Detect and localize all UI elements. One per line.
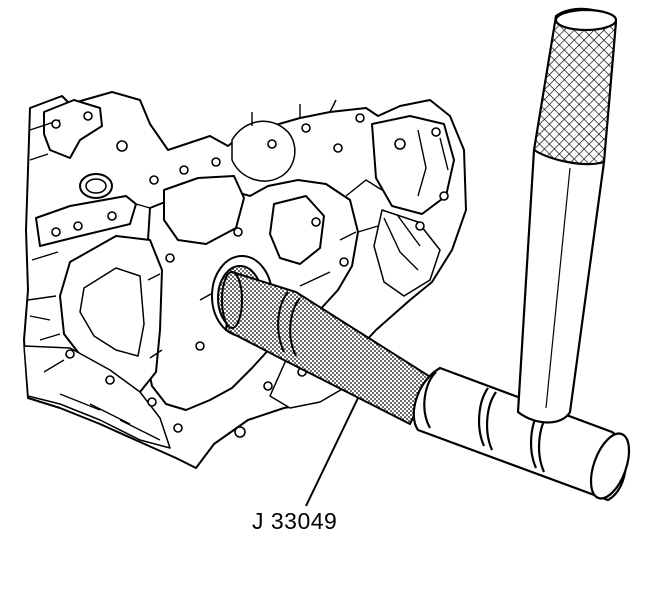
tool-number-label: J 33049 (252, 508, 338, 534)
callout-leader (305, 397, 359, 507)
hammer-handle (516, 7, 618, 424)
seal-installer-tool (221, 270, 434, 426)
bolt-holes (51, 111, 449, 438)
driver-handle (412, 366, 631, 502)
